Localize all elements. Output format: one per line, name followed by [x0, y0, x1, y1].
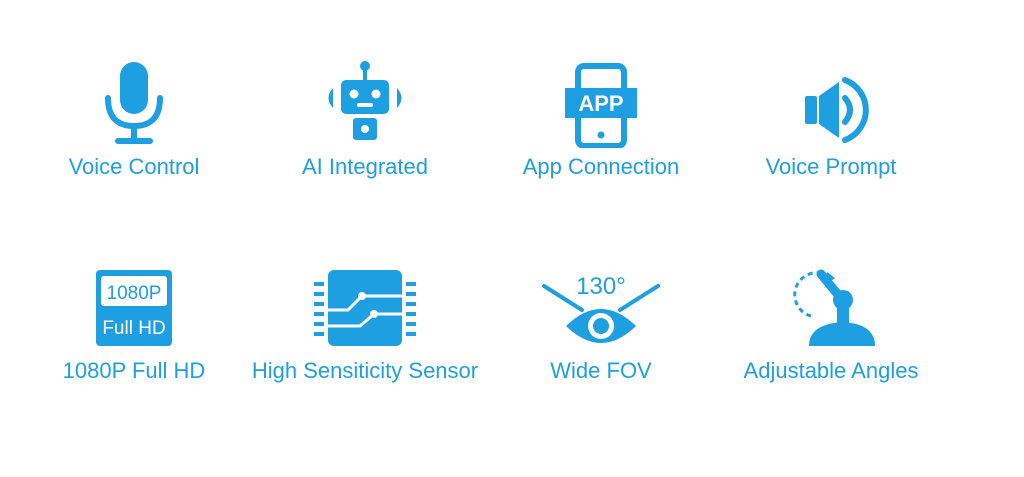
1080p-icon: 1080P Full HD — [96, 270, 172, 346]
feature-label: Voice Prompt — [765, 154, 897, 179]
feature-label: Voice Control — [68, 154, 200, 179]
resolution-badge-bottom: Full HD — [102, 318, 165, 339]
resolution-badge-top: 1080P — [107, 283, 162, 304]
feature-label: Adjustable Angles — [743, 358, 919, 383]
eye-fov-icon: 130° — [542, 273, 660, 343]
feature-label: App Connection — [522, 154, 680, 179]
feature-label: Wide FOV — [550, 358, 652, 383]
feature-1080p: 1080P Full HD 1080P Full HD — [4, 264, 264, 384]
feature-label: High Sensiticity Sensor — [251, 358, 479, 383]
feature-wide-fov: 130° Wide FOV — [471, 264, 731, 384]
feature-adjustable-angles: Adjustable Angles — [701, 264, 961, 384]
fov-angle-text: 130° — [576, 273, 626, 300]
feature-sensor: High Sensiticity Sensor — [235, 264, 495, 384]
adjustable-angle-icon — [793, 269, 875, 346]
feature-ai-integrated: AI Integrated — [235, 58, 495, 180]
speaker-icon — [805, 77, 869, 143]
robot-icon — [328, 61, 402, 140]
feature-voice-prompt: Voice Prompt — [701, 58, 961, 180]
microphone-icon — [105, 62, 163, 144]
feature-app-connection: APP App Connection — [471, 58, 731, 180]
feature-label: AI Integrated — [302, 154, 428, 179]
feature-voice-control: Voice Control — [4, 58, 264, 180]
app-badge-text: APP — [578, 91, 623, 116]
feature-label: 1080P Full HD — [62, 358, 206, 383]
sensor-chip-icon — [314, 270, 416, 346]
tablet-app-icon: APP — [565, 63, 637, 148]
